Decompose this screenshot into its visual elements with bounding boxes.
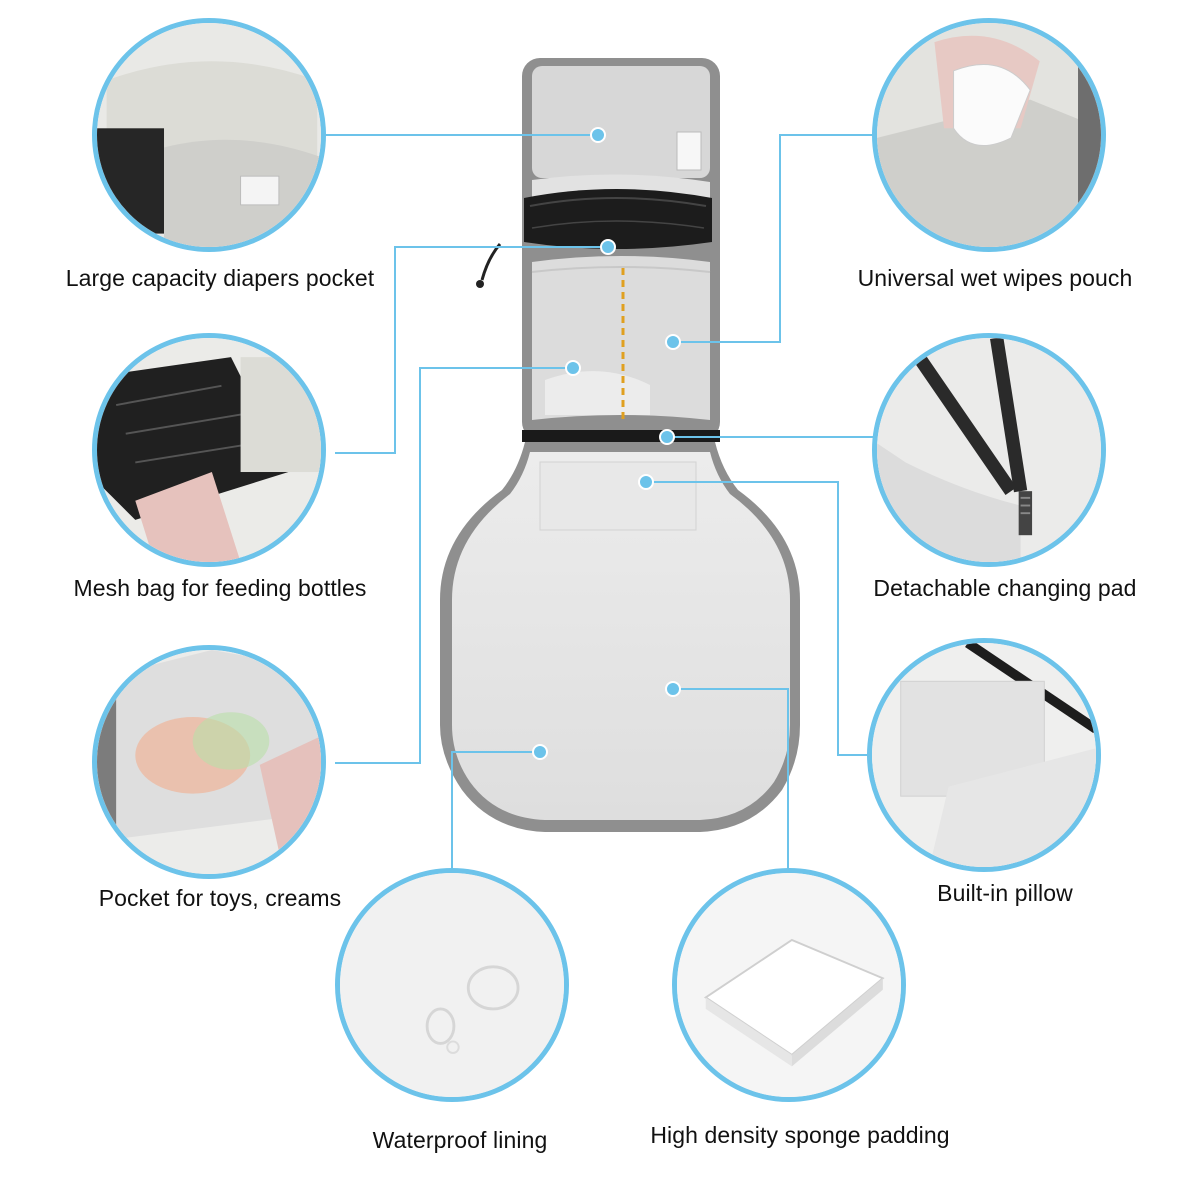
organizer-panel	[476, 58, 720, 442]
label-diapers-pocket: Large capacity diapers pocket	[65, 265, 375, 291]
callout-lines	[325, 134, 878, 870]
pillow-photo	[867, 638, 1101, 872]
callout-dots	[532, 127, 681, 760]
label-pillow: Built-in pillow	[937, 880, 1073, 906]
label-waterproof: Waterproof lining	[372, 1127, 548, 1153]
label-wet-wipes: Universal wet wipes pouch	[857, 265, 1133, 291]
mesh-bag-photo	[92, 333, 326, 567]
label-changing-pad: Detachable changing pad	[873, 575, 1137, 601]
dot-icon	[665, 681, 681, 697]
dot-icon	[665, 334, 681, 350]
toys-pocket-photo	[92, 645, 326, 879]
dot-icon	[600, 239, 616, 255]
label-mesh-bag: Mesh bag for feeding bottles	[73, 575, 367, 601]
dot-icon	[565, 360, 581, 376]
dot-icon	[659, 429, 675, 445]
waterproof-lining-photo	[335, 868, 569, 1102]
dot-icon	[532, 744, 548, 760]
label-toys-pocket: Pocket for toys, creams	[98, 885, 342, 911]
dot-icon	[590, 127, 606, 143]
sponge-padding-photo	[672, 868, 906, 1102]
changing-pad	[440, 442, 800, 832]
diapers-pocket-photo	[92, 18, 326, 252]
label-sponge: High density sponge padding	[650, 1122, 950, 1148]
dot-icon	[638, 474, 654, 490]
wet-wipes-photo	[872, 18, 1106, 252]
changing-pad-zipper-photo	[872, 333, 1106, 567]
